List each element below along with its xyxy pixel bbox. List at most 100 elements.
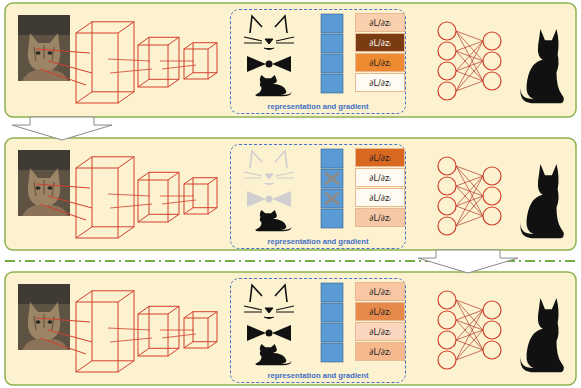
feature-map-edge — [138, 37, 149, 45]
gradient-cell: ∂L/∂zᵢ — [355, 13, 405, 32]
feature-map-edge — [168, 306, 179, 314]
neuron — [483, 32, 501, 50]
photo-cat-body — [22, 339, 68, 350]
receptive-field-ray — [40, 204, 86, 220]
receptive-field-ray — [162, 65, 196, 69]
feature-map-front — [76, 302, 118, 372]
network-link — [456, 61, 483, 91]
neuron — [438, 157, 456, 175]
feature-map-edge — [138, 306, 149, 314]
feature-map-edge — [138, 214, 149, 222]
cat-ears-icon — [250, 16, 287, 33]
receptive-field-ray — [36, 49, 90, 53]
photo-cat-stripe — [34, 316, 36, 330]
gradient-label: ∂L/∂zᵢ — [356, 286, 404, 297]
gradient-cell: ∂L/∂zᵢ — [355, 282, 405, 301]
representation-cell — [321, 343, 343, 362]
feature-map-front — [76, 168, 118, 238]
gradient-label: ∂L/∂zᵢ — [356, 37, 404, 48]
feature-map-edge — [76, 291, 92, 302]
representation-cell — [321, 14, 343, 33]
bow-tie-icon — [247, 325, 291, 341]
representation-box: representation and gradient∂L/∂zᵢ∂L/∂zᵢ∂… — [230, 9, 406, 114]
cat-icon — [255, 344, 291, 365]
neuron — [438, 177, 456, 195]
neuron — [438, 62, 456, 80]
receptive-field-ray — [108, 328, 150, 330]
representation-cell — [321, 74, 343, 93]
photo-shade — [18, 150, 70, 170]
representation-cell — [321, 209, 343, 228]
feature-map-edge — [76, 361, 92, 372]
feature-map-edge — [208, 43, 217, 49]
photo-cat-stripe — [34, 182, 36, 196]
bow-tie-icon — [247, 56, 291, 72]
receptive-field-ray — [48, 330, 92, 342]
feature-map-edge — [118, 361, 134, 372]
feature-map-back — [193, 178, 217, 208]
cat-ears-icon — [250, 285, 287, 302]
photo-cat-stripe — [52, 182, 54, 196]
feature-map-edge — [118, 227, 134, 238]
photo-shade — [18, 15, 70, 35]
receptive-field-ray — [36, 184, 90, 188]
receptive-field-ray — [36, 318, 90, 322]
gradient-label: ∂L/∂zᵢ — [356, 326, 404, 337]
feature-map-front — [184, 49, 208, 79]
feature-map-front — [184, 318, 208, 348]
feature-map-front — [138, 180, 168, 222]
gradient-label: ∂L/∂zᵢ — [356, 57, 404, 68]
gradient-label: ∂L/∂zᵢ — [356, 152, 404, 163]
feature-map-edge — [138, 79, 149, 87]
receptive-field-ray — [162, 334, 196, 338]
bow-tie-knot — [266, 196, 273, 203]
gradient-cell: ∂L/∂zᵢ — [355, 53, 405, 72]
feature-map-front — [76, 33, 118, 103]
photo-cat-eye — [48, 320, 53, 324]
panel-background — [5, 3, 576, 117]
feature-map-back — [149, 306, 179, 348]
network-link — [456, 216, 483, 226]
panel-art — [5, 272, 576, 385]
representation-cell — [321, 303, 343, 322]
receptive-field-ray — [48, 196, 92, 208]
receptive-field-ray — [160, 61, 194, 62]
gradient-label: ∂L/∂zᵢ — [356, 17, 404, 28]
network-link — [456, 166, 483, 216]
neuron — [483, 52, 501, 70]
photo-cat-body — [22, 205, 68, 216]
photo-cat-stripe — [52, 47, 54, 61]
cat-output — [520, 164, 563, 238]
panel-art — [5, 3, 576, 117]
receptive-field-ray — [48, 61, 92, 73]
gradient-cell: ∂L/∂zᵢ — [355, 322, 405, 341]
feature-map-edge — [168, 37, 179, 45]
feature-map-edge — [208, 73, 217, 79]
feature-map-back — [92, 22, 134, 92]
photo-cat-head — [28, 168, 60, 208]
step-arrow — [418, 250, 518, 273]
neuron — [483, 187, 501, 205]
feature-map-edge — [168, 214, 179, 222]
gradient-cell: ∂L/∂zᵢ — [355, 302, 405, 321]
receptive-field-ray — [108, 194, 150, 196]
network-link — [456, 196, 483, 226]
cat-icon — [255, 75, 291, 96]
network-link — [456, 81, 483, 91]
receptive-field-ray — [110, 204, 152, 208]
gradient-label: ∂L/∂zᵢ — [356, 212, 404, 223]
box-label: representation and gradient — [231, 237, 405, 247]
network-link — [456, 350, 483, 360]
feature-map-back — [193, 43, 217, 73]
feature-map-front — [184, 184, 208, 214]
feature-map-front — [138, 45, 168, 87]
photo-cat-stripe — [34, 47, 36, 61]
bow-tie-knot — [266, 61, 273, 68]
gradient-cell: ∂L/∂zᵢ — [355, 168, 405, 187]
representation-cell — [321, 189, 343, 208]
neuron — [483, 72, 501, 90]
network-link — [456, 300, 483, 350]
photo-cat-head — [28, 33, 60, 73]
feature-map-back — [149, 172, 179, 214]
